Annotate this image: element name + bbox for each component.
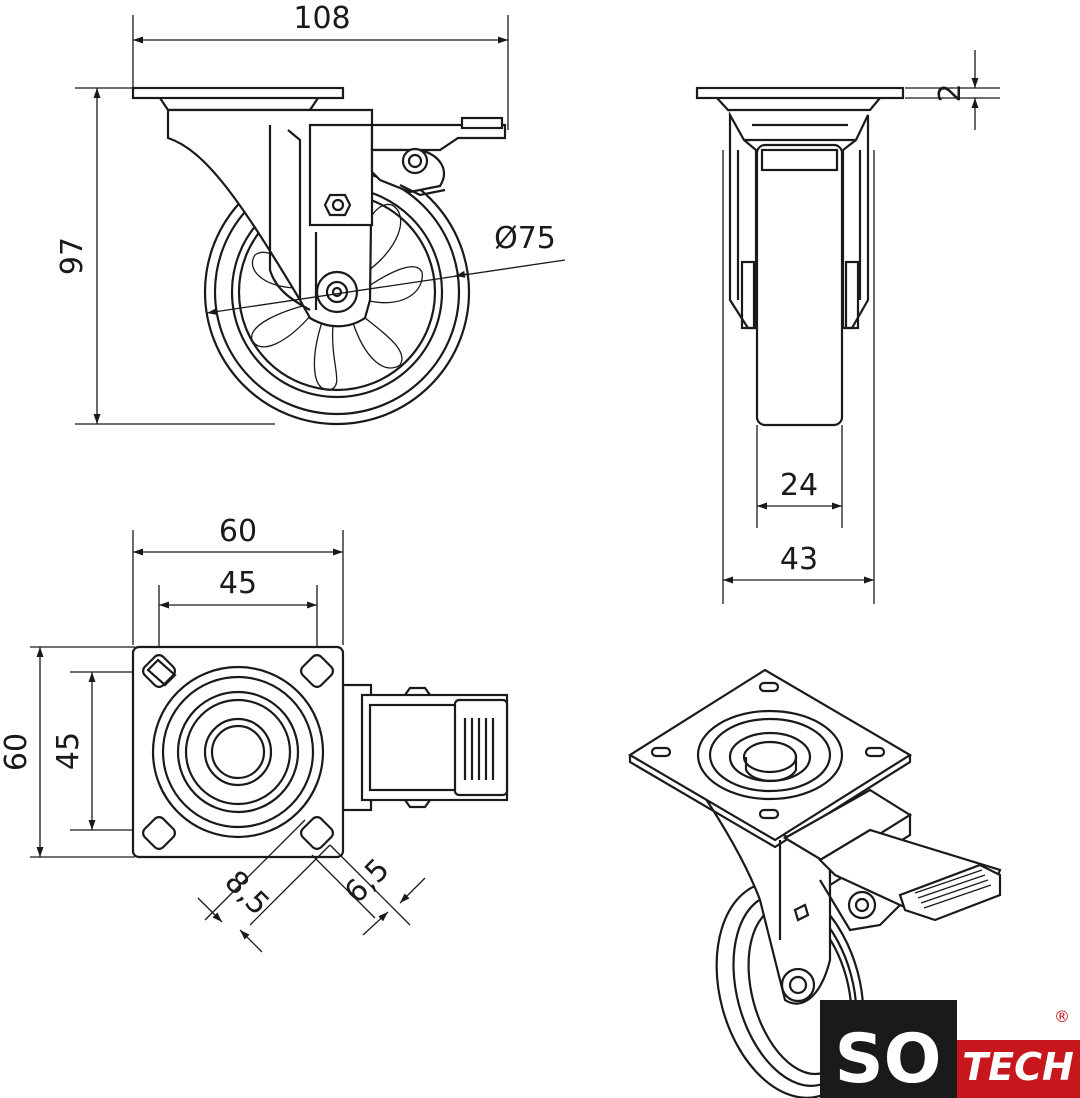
sotech-logo: SO TECH ®: [820, 1000, 1080, 1098]
side-view: 108 97: [55, 1, 566, 426]
dim-hole-spacing-x: 45: [158, 566, 318, 665]
dim-24-label: 24: [780, 468, 818, 503]
dim-hole-spacing-y: 45: [51, 671, 155, 831]
dim-108-label: 108: [293, 1, 350, 36]
dim-plate-thickness: 2: [905, 50, 1000, 130]
dim-75-label: Ø75: [494, 221, 556, 256]
dim-slot-width: 6,5: [311, 844, 426, 936]
dim-43-label: 43: [780, 542, 818, 577]
dim-60-top-label: 60: [219, 514, 257, 549]
front-view: 2 24 43: [695, 50, 1000, 604]
dim-8-5-label: 8,5: [217, 864, 275, 922]
dim-45-top-label: 45: [219, 566, 257, 601]
isometric-view: [627, 668, 1002, 1098]
top-view: 60 45 60 45: [0, 514, 509, 953]
dim-overall-width: 108: [132, 1, 509, 130]
logo-main-text: SO: [835, 1020, 942, 1098]
dim-plate-height: 60: [0, 646, 135, 858]
dim-97-label: 97: [55, 237, 90, 275]
dim-fork-width: 43: [722, 150, 875, 604]
dim-overall-height: 97: [55, 87, 275, 425]
dim-6-5-label: 6,5: [338, 852, 396, 910]
dim-plate-width: 60: [132, 514, 344, 645]
dim-wheel-diameter: Ø75: [206, 221, 566, 315]
logo-sub-text: TECH: [962, 1045, 1074, 1089]
dim-wheel-width: 24: [756, 425, 843, 528]
dim-2-label: 2: [933, 83, 968, 102]
logo-dark-block: [820, 1000, 957, 1098]
dim-45-left-label: 45: [51, 732, 86, 770]
dim-60-left-label: 60: [0, 733, 34, 771]
logo-registered-mark: ®: [1054, 1007, 1070, 1026]
